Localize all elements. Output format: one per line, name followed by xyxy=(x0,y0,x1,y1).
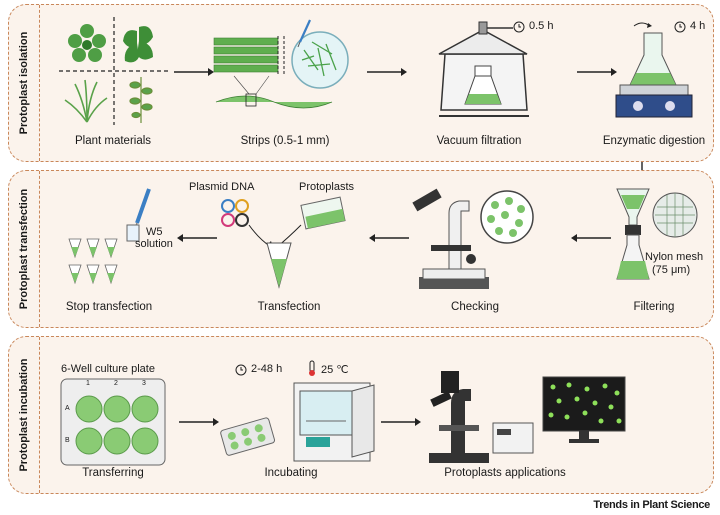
panel-transfection: Protoplast transfection W5 solution Stop… xyxy=(8,170,714,328)
rotation-arrows-icon xyxy=(633,22,652,28)
step-incubating: Incubating xyxy=(264,467,318,479)
arrow-left-icon xyxy=(369,234,409,242)
arrow-right-icon xyxy=(367,68,407,76)
transfection-tube-icon xyxy=(266,242,292,289)
protoplasts-label: Protoplasts xyxy=(299,181,355,193)
w5-label-line1: W5 xyxy=(146,226,163,238)
arrow-right-icon xyxy=(577,68,617,76)
plate-row-a: A xyxy=(65,405,70,412)
incubation-temperature: 25 ℃ xyxy=(321,364,349,376)
step-vacuum-filtration: Vacuum filtration xyxy=(436,135,522,147)
clock-icon xyxy=(674,21,686,33)
clock-icon xyxy=(235,364,247,376)
step-plant-materials: Plant materials xyxy=(74,135,152,147)
w5-label-line2: solution xyxy=(135,238,173,250)
arrow-right-icon xyxy=(174,68,214,76)
step-stop-transfection: Stop transfection xyxy=(65,301,153,313)
incubator-icon xyxy=(220,382,375,462)
panel-incubation-title: Protoplast incubation xyxy=(18,358,30,472)
panel-isolation-side: Protoplast isolation xyxy=(9,5,40,161)
arrow-left-icon xyxy=(177,234,217,242)
arrow-right-icon xyxy=(179,418,219,426)
nylon-mesh-line1: Nylon mesh xyxy=(645,251,704,263)
panel-transfection-title: Protoplast transfection xyxy=(18,188,30,310)
step-filtering: Filtering xyxy=(633,301,675,313)
plasmid-dna-icon xyxy=(221,199,249,227)
panel-incubation-side: Protoplast incubation xyxy=(9,337,40,493)
microscope-icon xyxy=(412,188,534,289)
arrow-right-icon xyxy=(381,418,421,426)
panel-isolation: Protoplast isolation Plant materials xyxy=(8,4,714,162)
six-well-plate-icon xyxy=(60,378,166,466)
clock-icon xyxy=(513,21,525,33)
pipette-tubes-icon xyxy=(68,188,151,285)
vacuum-chamber-icon xyxy=(438,21,529,117)
plate-col-3: 3 xyxy=(142,380,146,387)
leaf-strips-icon xyxy=(213,19,349,109)
funnel-filter-icon xyxy=(616,188,698,280)
protoplast-flask-icon xyxy=(300,196,346,230)
arrow-left-icon xyxy=(571,234,611,242)
step-transferring: Transferring xyxy=(82,467,144,479)
step-protoplasts-applications: Protoplasts applications xyxy=(444,467,566,479)
panel-incubation: Protoplast incubation 6-Well culture pla… xyxy=(8,336,714,494)
vacuum-time: 0.5 h xyxy=(529,20,554,32)
step-checking: Checking xyxy=(451,301,499,313)
plant-materials-icon xyxy=(59,17,169,125)
thermometer-icon xyxy=(309,360,315,376)
plate-row-b: B xyxy=(65,437,70,444)
step-strips: Strips (0.5-1 mm) xyxy=(240,135,330,147)
digestion-time: 4 h xyxy=(690,20,706,32)
panel-isolation-title: Protoplast isolation xyxy=(18,31,30,135)
plate-col-1: 1 xyxy=(86,380,90,387)
orbital-shaker-icon xyxy=(615,32,693,118)
step-transfection: Transfection xyxy=(257,301,321,313)
incubation-time: 2-48 h xyxy=(251,363,283,375)
nylon-mesh-line2: (75 μm) xyxy=(652,264,691,276)
plate-label: 6-Well culture plate xyxy=(61,363,155,375)
fluorescence-microscope-icon xyxy=(429,371,534,463)
panel-transfection-side: Protoplast transfection xyxy=(9,171,40,327)
step-enzymatic-digestion: Enzymatic digestion xyxy=(602,135,706,147)
footer-journal: Trends in Plant Science xyxy=(593,499,710,511)
plasmid-dna-label: Plasmid DNA xyxy=(189,181,255,193)
monitor-icon xyxy=(542,376,626,443)
plate-col-2: 2 xyxy=(114,380,118,387)
